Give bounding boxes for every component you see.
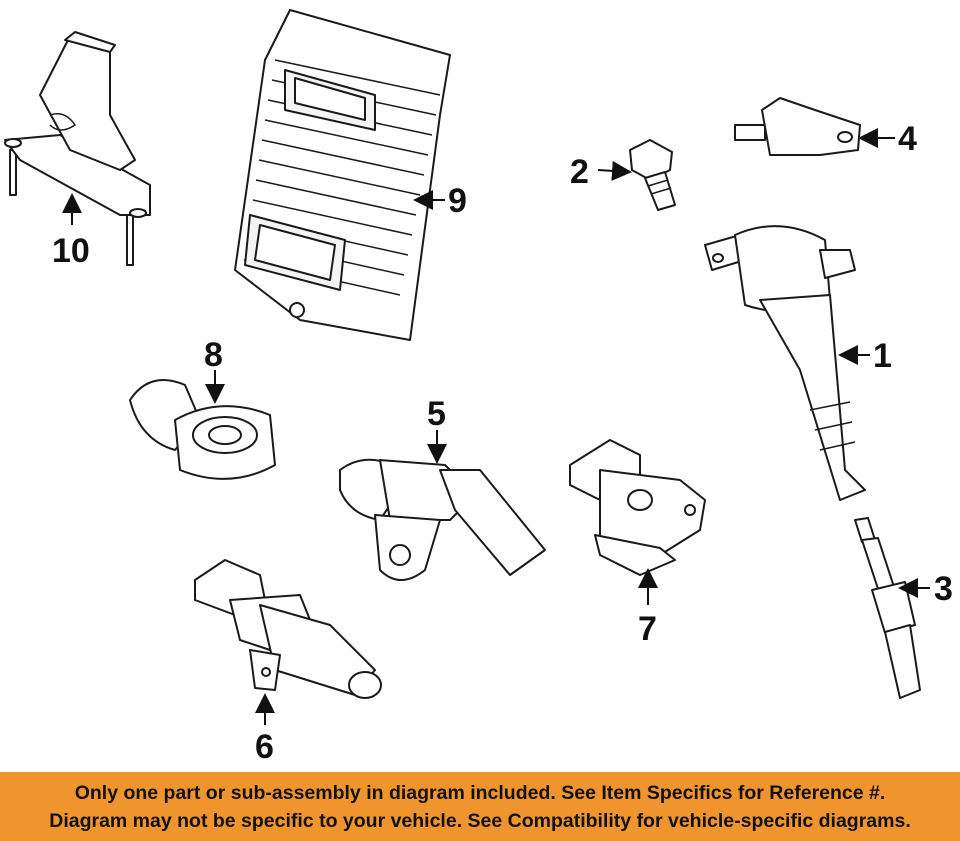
callout-7: 7 xyxy=(638,610,657,648)
callout-3: 3 xyxy=(934,570,953,608)
part-6-crankshaft-sensor xyxy=(194,559,382,699)
part-2-bolt xyxy=(629,139,676,211)
callout-1: 1 xyxy=(873,337,892,375)
callout-10: 10 xyxy=(52,232,90,270)
callout-2: 2 xyxy=(570,153,589,191)
notice-line-1: Only one part or sub-assembly in diagram… xyxy=(74,781,886,804)
callout-6: 6 xyxy=(255,728,274,766)
part-4-sensor xyxy=(734,97,861,156)
part-8-knock-sensor xyxy=(129,379,276,480)
callout-9: 9 xyxy=(448,182,467,220)
callout-8: 8 xyxy=(204,336,223,374)
part-3-spark-plug xyxy=(854,517,921,699)
part-9-engine-control-module xyxy=(234,9,451,341)
leader-lines xyxy=(62,128,930,725)
leader-2 xyxy=(597,160,632,181)
notice-line-2: Diagram may not be specific to your vehi… xyxy=(49,809,911,832)
parts-diagram: 10 9 2 4 1 3 8 5 7 6 xyxy=(4,9,953,766)
callout-4: 4 xyxy=(898,120,917,158)
part-5-camshaft-sensor xyxy=(339,458,546,581)
part-7-sensor xyxy=(569,439,706,576)
callout-5: 5 xyxy=(427,395,446,433)
part-1-ignition-coil xyxy=(704,225,866,501)
notice-banner: Only one part or sub-assembly in diagram… xyxy=(0,772,960,841)
part-10-bracket xyxy=(4,31,151,266)
